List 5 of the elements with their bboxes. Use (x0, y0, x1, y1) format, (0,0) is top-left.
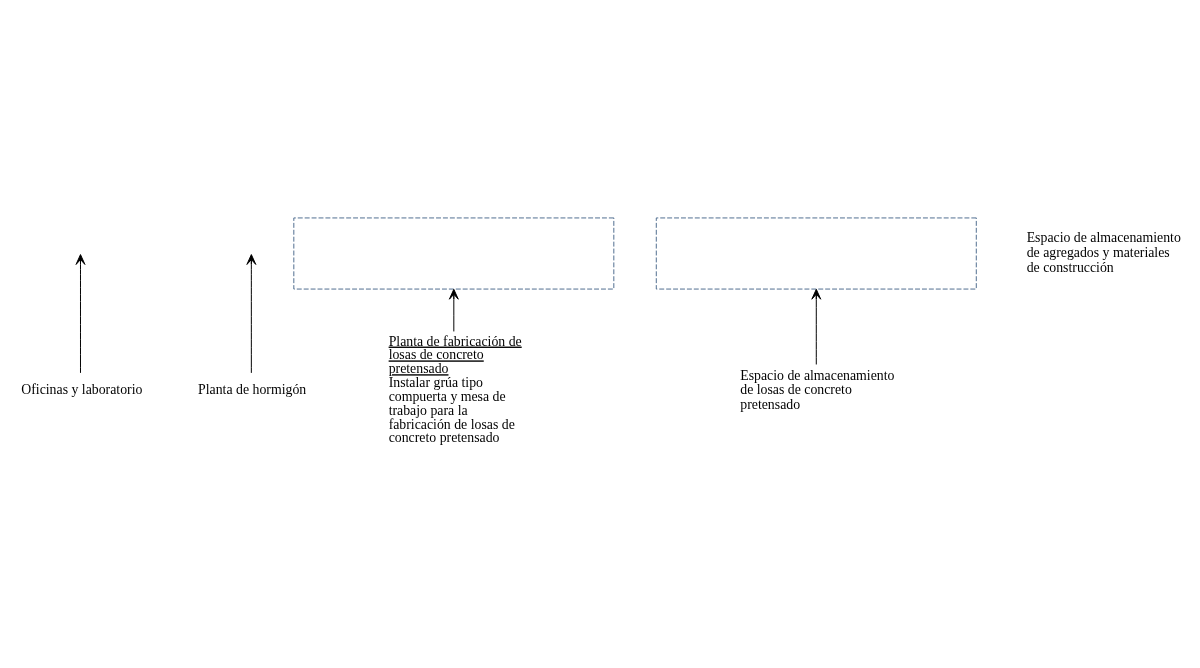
node-text: Planta de hormigón (198, 382, 307, 398)
node-text: Planta de fabricación de losas de concreto pretensado Instalar grúa tipo compuerta y mesa de trabajo para la fabricación de losas de concreto pretensado (388, 333, 522, 446)
node-text: Espacio de almacenamiento de losas de concreto pretensado (740, 367, 895, 413)
node-text: Oficinas y laboratorio (21, 382, 143, 398)
label: Espacio de almacenamiento de agregados y materiales de construcción (1026, 230, 1181, 275)
